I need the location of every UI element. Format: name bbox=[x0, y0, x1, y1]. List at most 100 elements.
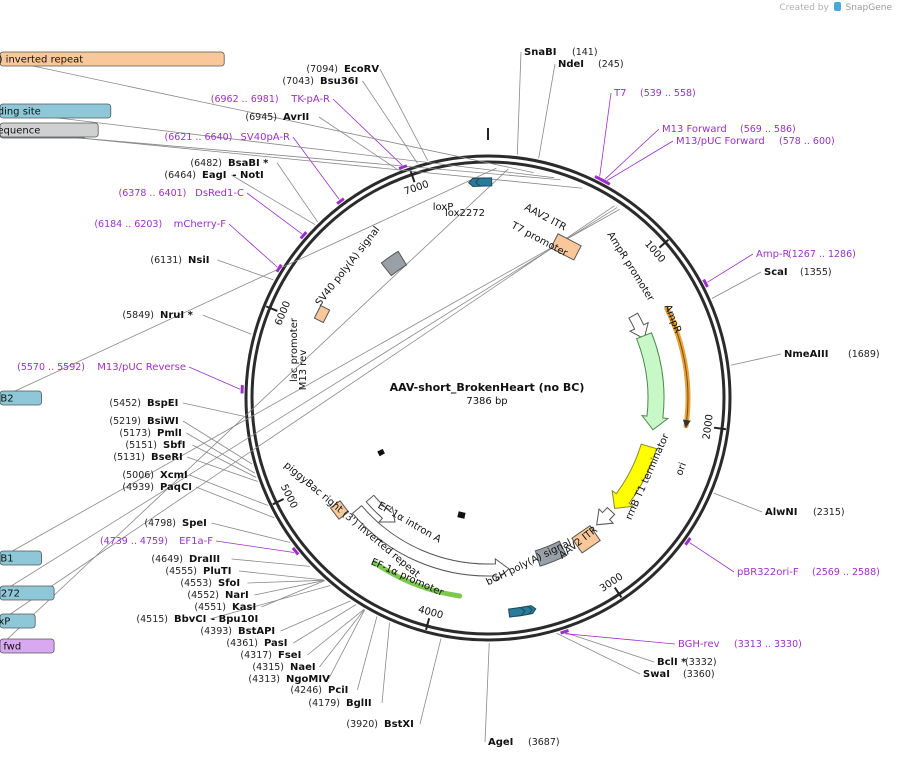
box-label-m13-fwd: M13 fwd bbox=[0, 642, 21, 653]
site-coord-bstxi: (3920) bbox=[346, 719, 378, 730]
backbone-inner bbox=[250, 160, 726, 636]
primer-coord-mcherry-f: (6184 .. 6203) bbox=[94, 219, 162, 230]
leader-bstapi bbox=[280, 600, 351, 632]
site-coord-ndei: (245) bbox=[598, 59, 624, 70]
leader-box-kozak-sequence bbox=[0, 129, 583, 189]
site-coord-agei: (3687) bbox=[528, 737, 560, 748]
ori-arc bbox=[611, 443, 658, 510]
credit-prefix: Created by bbox=[779, 3, 829, 13]
leader-bsiwi bbox=[182, 420, 253, 465]
primer-coord-m13-puc-forward: (578 .. 600) bbox=[779, 136, 835, 147]
site-name-ndei: NdeI bbox=[558, 59, 584, 70]
leader-nmeaiii bbox=[730, 353, 782, 366]
leader-primer-m13-puc-reverse bbox=[188, 366, 241, 390]
site-coord-nrui: (5849) bbox=[122, 310, 154, 321]
leader-ndei bbox=[538, 63, 556, 159]
plasmid-length: 7386 bp bbox=[466, 396, 507, 407]
leader-swai bbox=[556, 632, 641, 675]
site-coord-bseri: (5131) bbox=[113, 452, 145, 463]
primer-name-m13-puc-forward: M13/pUC Forward bbox=[676, 136, 765, 147]
site-coord-bglii: (4179) bbox=[308, 698, 340, 709]
site-coord-pluti: (4555) bbox=[165, 566, 197, 577]
site-name-bsu36i: Bsu36I bbox=[320, 76, 358, 87]
site-name-pcii: PciI bbox=[328, 685, 348, 696]
site-coord-bsiwi: (5219) bbox=[109, 416, 141, 427]
backbone-outer bbox=[244, 154, 732, 642]
primer-coord-dsred1-c: (6378 .. 6401) bbox=[119, 188, 187, 199]
site-name-swai: SwaI bbox=[643, 669, 670, 680]
leader-sbfi bbox=[192, 444, 257, 478]
leader-draiii bbox=[231, 558, 311, 567]
box-attb2 bbox=[0, 390, 42, 406]
ef1a-intron-marker bbox=[377, 448, 385, 457]
leader-primer-amp-r bbox=[707, 253, 754, 283]
scale-tick bbox=[265, 305, 278, 312]
site-name-nari: NarI bbox=[225, 590, 249, 601]
rrnb-arc bbox=[596, 506, 616, 526]
site-coord-nari: (4552) bbox=[187, 590, 219, 601]
site-name-nmeaiii: NmeAIII bbox=[784, 349, 828, 360]
leader-primer-sv40pa-r bbox=[292, 136, 340, 200]
leader-box-piggybac-left-5-inverted-repeat bbox=[0, 58, 534, 173]
scale-tick bbox=[272, 498, 285, 506]
primer-mark-m13-puc-forward bbox=[601, 178, 611, 186]
site-coord-swai: (3360) bbox=[683, 669, 715, 680]
leader-bcli bbox=[561, 631, 655, 663]
snapgene-logo-icon bbox=[833, 2, 841, 11]
scale-tick bbox=[425, 618, 431, 631]
site-coord-pcii: (4246) bbox=[290, 685, 322, 696]
primer-mark-mcherry-f bbox=[275, 263, 283, 273]
site-extra-bbvci: - Bpu10I bbox=[211, 614, 258, 625]
primer-name-ef1a-f: EF1a-F bbox=[179, 536, 213, 547]
site-name-bcli: BclI * bbox=[657, 657, 687, 668]
primer-name-sv40pa-r: SV40pA-R bbox=[241, 132, 290, 143]
site-name-xcmi: XcmI bbox=[160, 470, 188, 481]
feature-label-m13rev: M13 rev bbox=[298, 350, 309, 391]
primer-mark-tk-pa-r bbox=[398, 164, 408, 171]
primer-coord-m13-forward: (569 .. 586) bbox=[740, 124, 796, 135]
leader-bseri bbox=[186, 456, 258, 482]
leader-snabi bbox=[516, 51, 522, 155]
primer-name-m13-forward: M13 Forward bbox=[662, 124, 727, 135]
leader-primer-m13-forward bbox=[604, 128, 660, 180]
box-label-cap-binding-site: CAP binding site bbox=[0, 107, 41, 118]
ef1a-intron-marker bbox=[457, 511, 466, 519]
site-name-spei: SpeI bbox=[182, 518, 207, 529]
leader-primer-t7 bbox=[599, 92, 612, 177]
site-coord-paqci: (4939) bbox=[122, 482, 154, 493]
site-coord-bstapi: (4393) bbox=[200, 626, 232, 637]
site-name-sfoi: SfoI bbox=[218, 578, 240, 589]
site-name-fsei: FseI bbox=[278, 650, 301, 661]
primer-name-mcherry-f: mCherry-F bbox=[174, 219, 227, 230]
leader-naei bbox=[319, 609, 365, 668]
site-name-bglii: BglII bbox=[346, 698, 372, 709]
scale-tick-label: 1000 bbox=[642, 239, 667, 265]
leader-box-attb2 bbox=[0, 167, 497, 399]
leader-nari bbox=[254, 580, 325, 596]
primer-coord-sv40pa-r: (6621 .. 6640) bbox=[165, 132, 233, 143]
scale-tick bbox=[409, 170, 416, 183]
site-coord-scai: (1355) bbox=[800, 267, 832, 278]
site-coord-alwni: (2315) bbox=[813, 507, 845, 518]
credit-brand: SnapGene bbox=[845, 3, 892, 13]
site-name-snabi: SnaBI bbox=[524, 47, 556, 58]
leader-bspei bbox=[182, 402, 244, 417]
scale-tick bbox=[713, 426, 727, 431]
aav2-itr-top-box bbox=[550, 233, 582, 261]
ampr-promoter-arc bbox=[628, 312, 649, 340]
leader-kasi bbox=[261, 580, 325, 608]
box-label-loxp: loxP bbox=[0, 617, 10, 628]
site-name-bspei: BspEI bbox=[147, 398, 178, 409]
site-coord-eagi: (6464) bbox=[164, 170, 196, 181]
leader-nrui bbox=[202, 314, 252, 335]
site-coord-bsabi: (6482) bbox=[190, 158, 222, 169]
leader-primer-dsred1-c bbox=[246, 192, 303, 235]
box-m13-fwd bbox=[0, 638, 55, 654]
box-label-lox2272: lox2272 bbox=[0, 589, 20, 600]
site-name-nrui: NruI * bbox=[160, 310, 194, 321]
site-coord-naei: (4315) bbox=[252, 662, 284, 673]
leader-primer-ef1a-f bbox=[215, 540, 295, 553]
leader-box-lox2272 bbox=[0, 207, 618, 594]
scale-tick bbox=[658, 238, 670, 249]
leader-primer-m13-puc-forward bbox=[606, 140, 674, 181]
